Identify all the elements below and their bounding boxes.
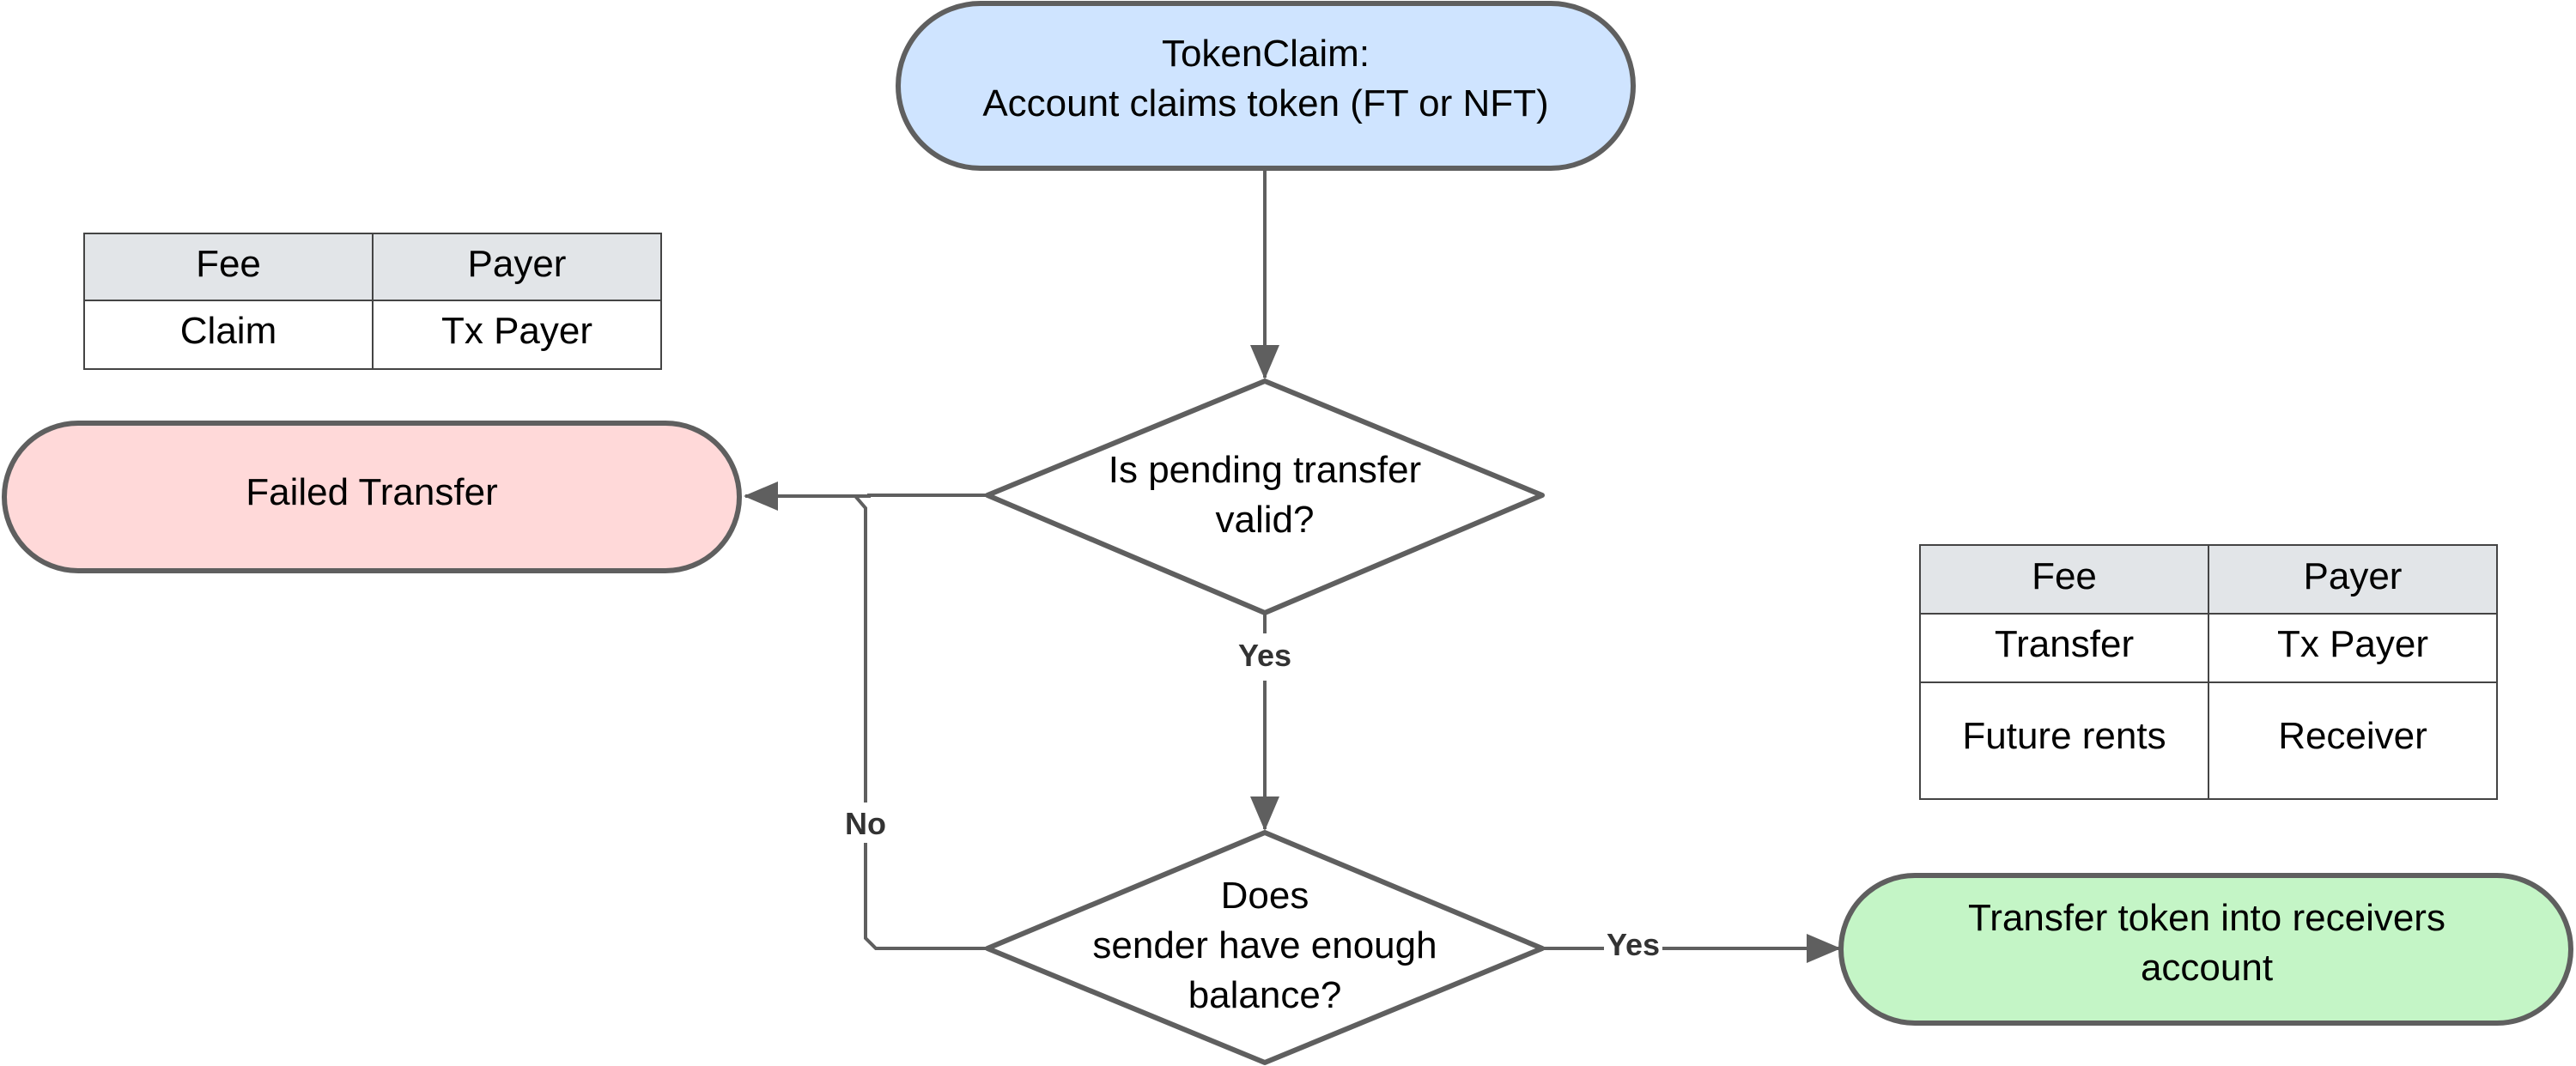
- start-node-line2: Account claims token (FT or NFT): [982, 82, 1548, 124]
- decision-pending-valid-line1: Is pending transfer: [1109, 449, 1421, 491]
- fee-table-transfer: Fee Payer Transfer Tx Payer Future rents…: [1919, 544, 2498, 800]
- fee-table-transfer-header-text: Payer: [2304, 555, 2403, 597]
- fee-table-transfer-cell-text: Transfer: [1995, 623, 2134, 665]
- fee-table-claim-cell: [83, 300, 374, 370]
- start-node-shape: [896, 1, 1636, 171]
- fee-table-claim-cell-text: Claim: [180, 310, 276, 352]
- decision-sender-balance-line2: sender have enough: [1092, 924, 1437, 966]
- fee-table-claim: Fee Payer Claim Tx Payer: [83, 233, 662, 370]
- failed-transfer-node: Failed Transfer: [2, 421, 742, 573]
- fee-table-claim-cell-text: Tx Payer: [441, 310, 592, 352]
- fee-table-transfer-cell: [1919, 681, 2209, 800]
- decision-pending-valid-shape: [985, 379, 1545, 615]
- edge-balance-to-failed: [864, 843, 987, 950]
- failed-transfer-label: Failed Transfer: [246, 471, 497, 513]
- transfer-success-line1: Transfer token into receivers: [1968, 897, 2445, 939]
- fee-table-transfer-cell-text: Future rents: [1962, 715, 2166, 757]
- edge-valid-to-failed: [744, 482, 987, 511]
- decision-sender-balance-shape: [985, 830, 1545, 1065]
- decision-sender-balance-line3: balance?: [1188, 974, 1342, 1016]
- edge-balance-to-failed-upper: [854, 494, 867, 803]
- transfer-success-line2: account: [2141, 947, 2273, 989]
- edge-label-balance-no: No: [845, 806, 886, 841]
- fee-table-transfer-header-text: Fee: [2032, 555, 2097, 597]
- failed-transfer-shape: [2, 421, 742, 573]
- edge-label-balance-yes: Yes: [1607, 927, 1660, 962]
- edge-label-valid-yes: Yes: [1238, 638, 1291, 673]
- fee-table-claim-header-text: Payer: [468, 243, 567, 285]
- decision-sender-balance-line1: Does: [1221, 875, 1309, 917]
- decision-pending-valid-line2: valid?: [1216, 499, 1315, 541]
- decision-pending-valid: Is pending transfer valid?: [985, 379, 1545, 615]
- fee-table-transfer-cell: [1919, 613, 2209, 683]
- fee-table-transfer-header-payer: [2208, 544, 2498, 615]
- start-node-line1: TokenClaim:: [1162, 33, 1370, 75]
- start-node: TokenClaim: Account claims token (FT or …: [896, 1, 1636, 171]
- transfer-success-shape: [1838, 873, 2573, 1026]
- decision-sender-balance: Does sender have enough balance?: [985, 830, 1545, 1065]
- fee-table-claim-cell: [372, 300, 662, 370]
- transfer-success-node: Transfer token into receivers account: [1838, 873, 2573, 1026]
- fee-table-transfer-cell-text: Receiver: [2278, 715, 2427, 757]
- fee-table-claim-header-text: Fee: [196, 243, 261, 285]
- fee-table-transfer-cell: [2208, 681, 2498, 800]
- fee-table-transfer-cell-text: Tx Payer: [2277, 623, 2428, 665]
- fee-table-transfer-header-fee: [1919, 544, 2209, 615]
